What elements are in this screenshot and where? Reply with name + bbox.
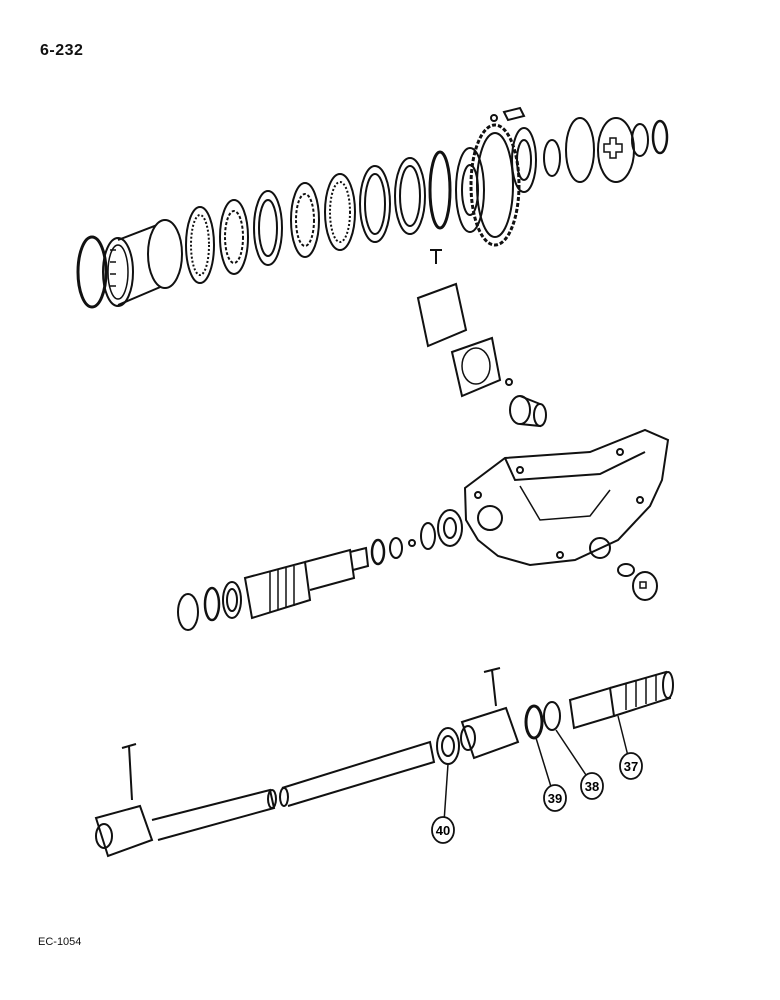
footer-code: EC-1054 [38,936,82,948]
spline-disc [597,117,635,183]
shaft-seal [177,593,199,631]
callout-39: 39 [543,784,567,812]
snap-ring-mid [428,150,452,230]
leader-37 [617,715,629,757]
coupling-right [460,706,520,760]
clutch-plate-7 [394,157,426,235]
shaft-ball [408,539,416,547]
clutch-plate-1 [185,206,215,284]
drain-plug [617,563,658,601]
gear-washer [543,139,561,177]
callout-37-label: 37 [624,759,638,774]
callout-39-label: 39 [548,791,562,806]
end-snap-ring [651,119,669,155]
clutch-hub-drum [102,219,183,307]
stub-shaft-37 [568,670,674,730]
callout-38-label: 38 [585,779,599,794]
cover-plate [416,282,468,348]
bearing-40 [436,727,460,765]
washer-38 [543,701,561,731]
clutch-plate-5 [324,173,356,251]
end-washer [631,123,649,157]
gear-bearing [511,127,537,193]
shaft-washer [420,522,436,550]
splined-shaft [243,546,370,620]
clutch-plate-6 [359,165,391,243]
cover-bolt [430,249,442,264]
sensor-seal [505,378,513,386]
drive-shaft-assembly [94,667,674,858]
long-shaft-section-2 [279,740,436,807]
clutch-pack-assembly [76,106,669,309]
clutch-plate-2 [219,199,249,275]
gear-ring [565,117,595,183]
shaft-ring-2 [389,537,403,559]
housing-bearing [437,509,463,547]
shaft-bearing [222,581,242,619]
long-shaft-section-1 [151,788,277,841]
gear-pin [490,106,526,122]
callout-38: 38 [580,772,604,800]
callout-40: 40 [431,816,455,844]
output-shaft-assembly [177,509,463,631]
drive-gear [455,123,521,247]
coupling-left [94,804,154,858]
snap-ring-left [76,235,108,309]
bolt-left [121,743,137,801]
page-number: 6-232 [40,42,84,59]
transmission-housing [463,428,670,567]
speed-sensor [509,395,547,428]
shaft-ring-1 [370,538,386,566]
shaft-snap-ring [203,586,221,622]
leader-38 [555,729,589,779]
clutch-plate-4 [290,182,320,258]
clutch-plate-3 [253,190,283,266]
leader-40 [443,763,449,823]
leader-39 [535,737,553,791]
cover-plate-assembly [416,249,547,428]
callout-37: 37 [619,752,643,780]
snap-ring-39 [524,704,544,740]
cover-gasket [450,336,502,398]
callout-40-label: 40 [436,823,450,838]
bolt-right [483,667,501,707]
